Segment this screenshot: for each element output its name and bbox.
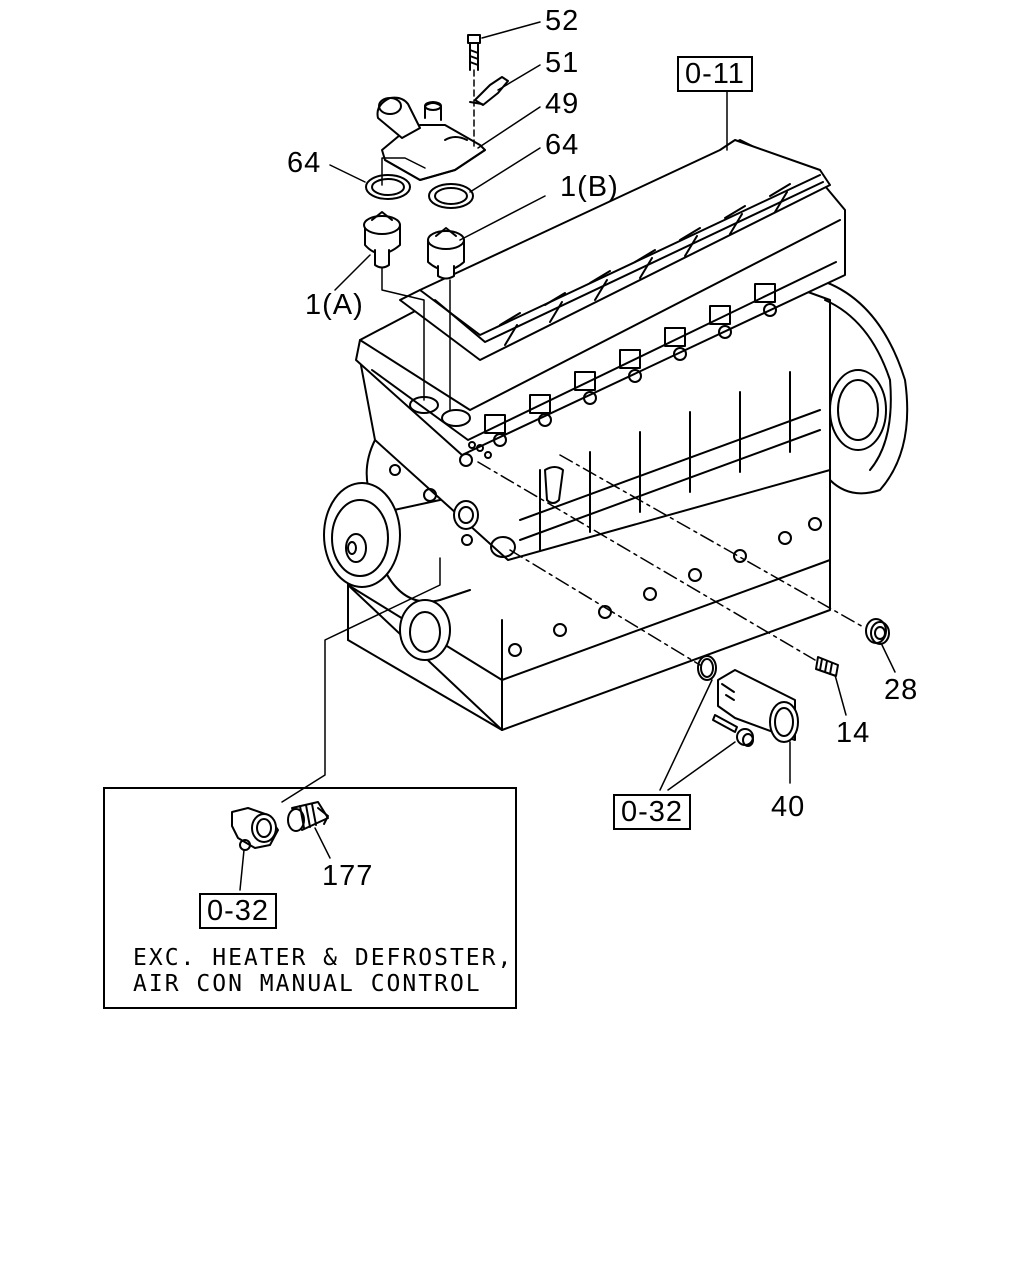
callout-1a[interactable]: 1(A)	[305, 289, 364, 321]
engine-block-illustration	[323, 139, 909, 731]
ref-box-engine[interactable]: 0-11	[677, 56, 753, 92]
ref-box-outlet[interactable]: 0-32	[613, 794, 692, 830]
ref-box-inset[interactable]: 0-32	[199, 893, 278, 929]
gasket-part-64-left	[365, 174, 411, 200]
plug-part-14	[815, 656, 839, 677]
thermostat-part-1b	[427, 227, 465, 280]
callout-1b[interactable]: 1(B)	[560, 171, 619, 203]
callout-51[interactable]: 51	[545, 47, 580, 79]
sensor-part-177	[287, 801, 329, 832]
inset-panel	[103, 787, 517, 1009]
callout-177[interactable]: 177	[322, 860, 374, 892]
bolt-part-outlet	[712, 714, 754, 747]
inset-connector-line	[281, 557, 441, 803]
plug-part-28	[865, 618, 890, 645]
inset-note: EXC. HEATER & DEFROSTER, AIR CON MANUAL …	[133, 945, 513, 997]
bolt-part-52	[467, 34, 481, 151]
clip-part-51	[469, 76, 509, 106]
thermostat-housing-part-49	[376, 96, 486, 181]
callout-40[interactable]: 40	[771, 791, 806, 823]
callout-49[interactable]: 49	[545, 88, 580, 120]
gasket-part-64-right	[428, 183, 474, 209]
callout-14[interactable]: 14	[836, 717, 871, 749]
leader-lines	[239, 21, 896, 891]
thermostat-part-1a	[363, 211, 401, 269]
inset-note-line-1: EXC. HEATER & DEFROSTER,	[133, 945, 514, 971]
callout-64-right[interactable]: 64	[545, 129, 580, 161]
callout-28[interactable]: 28	[884, 674, 919, 706]
water-outlet-part-40	[697, 655, 799, 743]
callout-52[interactable]: 52	[545, 5, 580, 37]
inset-note-line-2: AIR CON MANUAL CONTROL	[133, 971, 482, 997]
callout-64-left[interactable]: 64	[287, 147, 322, 179]
outlet-pipe-inset	[231, 807, 279, 851]
assembly-guide-lines	[477, 454, 866, 666]
